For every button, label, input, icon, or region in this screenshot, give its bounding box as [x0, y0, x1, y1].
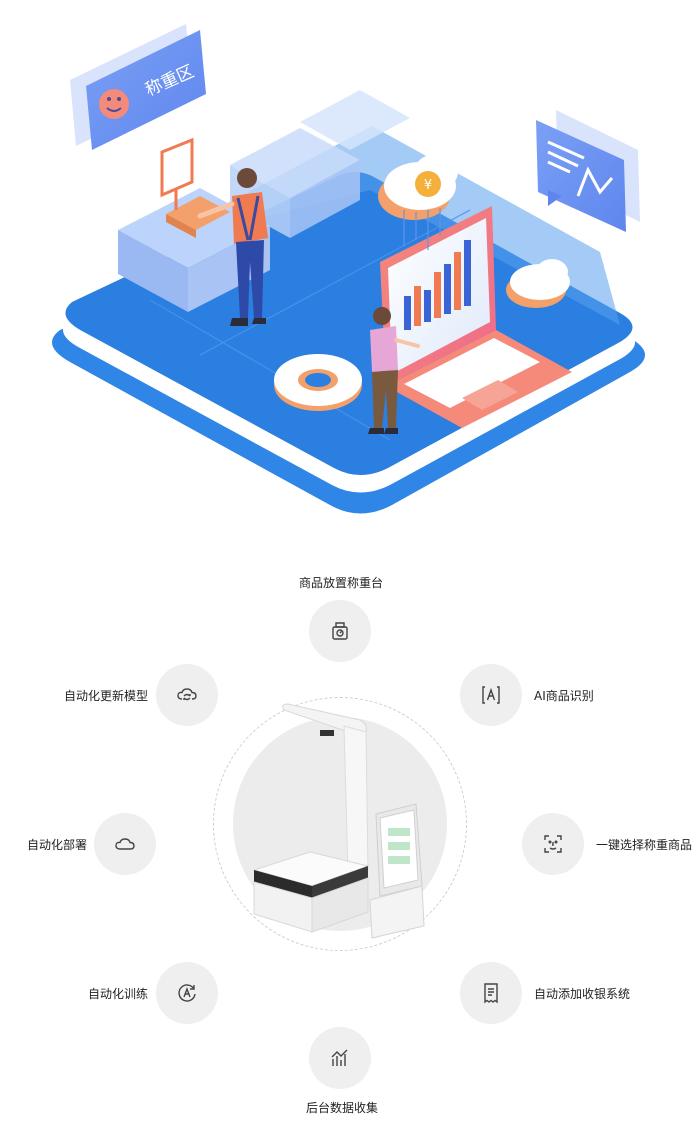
feature-label-auto-update-model: 自动化更新模型 — [64, 689, 149, 703]
worker-figure — [197, 168, 268, 326]
cloud-refresh-icon — [177, 688, 197, 701]
gear-icon — [274, 354, 362, 411]
cloud-icon — [115, 838, 135, 850]
hero-illustration: ¥ 称重区 — [52, 24, 645, 514]
feature-label-one-click-select: 一键选择称重商品 — [596, 838, 693, 852]
chat-bubble-icon — [536, 110, 640, 232]
feature-auto-training[interactable] — [156, 962, 218, 1024]
scale-icon — [332, 622, 348, 640]
feature-label-auto-deploy: 自动化部署 — [27, 838, 88, 852]
ai-cycle-icon — [178, 984, 196, 1002]
coin-symbol: ¥ — [424, 178, 432, 193]
ai-bracket-icon — [482, 686, 500, 704]
feature-label-weighing-station: 商品放置称重台 — [299, 576, 384, 590]
feature-auto-cashier[interactable] — [460, 962, 522, 1024]
center-dashed-ring — [213, 697, 467, 951]
feature-one-click-select[interactable] — [522, 813, 584, 875]
feature-label-ai-recognition: AI商品识别 — [534, 689, 594, 703]
coin-cloud: ¥ — [378, 154, 458, 250]
feature-ai-recognition[interactable] — [460, 664, 522, 726]
feature-label-auto-cashier: 自动添加收银系统 — [534, 987, 631, 1001]
feature-auto-update-model[interactable] — [156, 664, 218, 726]
feature-auto-deploy[interactable] — [94, 813, 156, 875]
feature-label-data-collection: 后台数据收集 — [306, 1101, 379, 1115]
feature-weighing-station[interactable] — [309, 600, 371, 662]
laptop-illustration — [380, 206, 572, 428]
small-cloud — [506, 259, 570, 308]
feature-data-collection[interactable] — [309, 1027, 371, 1089]
receipt-icon — [484, 983, 498, 1004]
laptop-bar-chart — [404, 240, 471, 330]
scale-device-image — [252, 703, 425, 939]
zone-sign: 称重区 — [70, 24, 206, 150]
analyst-figure — [368, 307, 420, 434]
face-scan-icon — [544, 835, 562, 853]
feature-label-auto-training: 自动化训练 — [88, 987, 149, 1001]
bar-chart-icon — [331, 1049, 348, 1066]
